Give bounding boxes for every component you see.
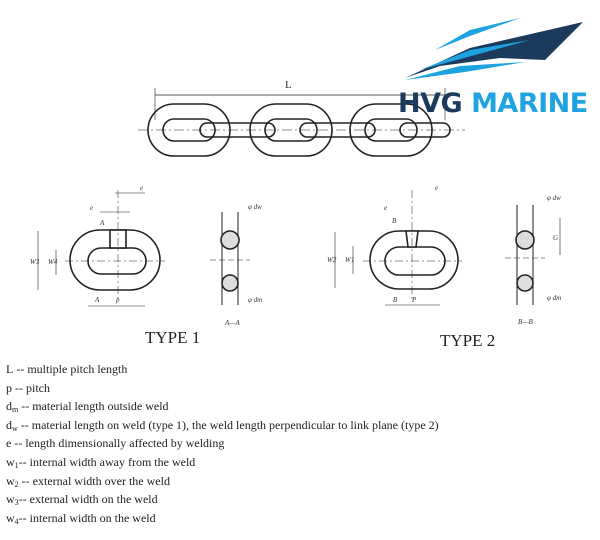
legend-subscript: m <box>12 405 19 415</box>
legend-subscript: w <box>12 423 18 433</box>
label-W1: W1 <box>345 256 354 264</box>
label-dm: φ dm <box>248 296 262 304</box>
label-P: P <box>411 296 417 304</box>
legend-item: w1-- internal width away from the weld <box>6 453 439 472</box>
label-G: G <box>553 234 558 242</box>
legend-text: -- length dimensionally affected by weld… <box>11 436 225 451</box>
type2-section-drawing <box>505 205 561 305</box>
label-A: A <box>99 219 105 227</box>
legend-symbol: w <box>6 492 15 507</box>
legend-text: -- material length on weld (type 1), the… <box>17 417 439 432</box>
legend-text: -- pitch <box>12 380 50 395</box>
legend-text: -- internal width away from the weld <box>18 454 196 469</box>
legend-text: -- material length outside weld <box>18 399 169 414</box>
legend-subscript: 3 <box>14 498 19 508</box>
label-B: B <box>392 217 397 225</box>
legend-text: -- external width over the weld <box>18 473 170 488</box>
chain-top-view <box>138 88 465 157</box>
type1-link-drawing <box>37 190 165 307</box>
legend-symbol: L <box>6 362 14 376</box>
legend-item: p -- pitch <box>6 379 439 398</box>
legend-symbol: p <box>6 380 12 395</box>
section-label-AA: A—A <box>224 319 241 327</box>
legend-item: w2 -- external width over the weld <box>6 472 439 491</box>
label-e: e <box>90 204 93 212</box>
label-p: p <box>115 296 120 304</box>
logo: HVG MARINE <box>398 88 588 119</box>
logo-text-marine: MARINE <box>471 88 588 119</box>
legend-item: L -- multiple pitch length <box>6 360 439 379</box>
logo-text-hvg: HVG <box>398 88 463 119</box>
type2-title: TYPE 2 <box>440 331 496 350</box>
label-e: e <box>140 184 143 192</box>
legend-subscript: 4 <box>14 516 19 526</box>
legend-item: dw -- material length on weld (type 1), … <box>6 416 439 435</box>
label-dw: φ dw <box>547 194 561 202</box>
legend-symbol: w <box>6 454 15 469</box>
type2-link-drawing <box>334 190 462 306</box>
legend-subscript: 1 <box>14 460 19 470</box>
type1-title: TYPE 1 <box>145 328 201 347</box>
label-W4: W4 <box>48 258 58 266</box>
label-W2: W2 <box>327 256 337 264</box>
legend-symbol: e <box>6 436 12 451</box>
label-dw: φ dw <box>248 203 262 211</box>
legend-item: w4-- internal width on the weld <box>6 509 439 528</box>
label-W3: W3 <box>30 258 40 266</box>
legend-symbol: d <box>6 417 12 432</box>
section-label-BB: B—B <box>518 318 534 326</box>
type1-section-drawing <box>210 212 250 305</box>
legend-symbol: d <box>6 399 12 414</box>
legend-item: w3-- external width on the weld <box>6 490 439 509</box>
legend-text: -- multiple pitch length <box>13 362 128 376</box>
legend-item: dm -- material length outside weld <box>6 397 439 416</box>
legend-item: e -- length dimensionally affected by we… <box>6 434 439 453</box>
legend-symbol: w <box>6 473 15 488</box>
legend-subscript: 2 <box>14 479 19 489</box>
legend-text: -- internal width on the weld <box>18 510 156 525</box>
legend-symbol: w <box>6 510 15 525</box>
logo-ship-icon <box>405 18 583 80</box>
label-B: B <box>393 296 398 304</box>
label-L: L <box>285 79 292 91</box>
label-e: e <box>384 204 387 212</box>
label-e: e <box>435 184 438 192</box>
legend-text: -- external width on the weld <box>18 492 158 507</box>
label-A: A <box>94 296 100 304</box>
label-dm: φ dm <box>547 294 561 302</box>
